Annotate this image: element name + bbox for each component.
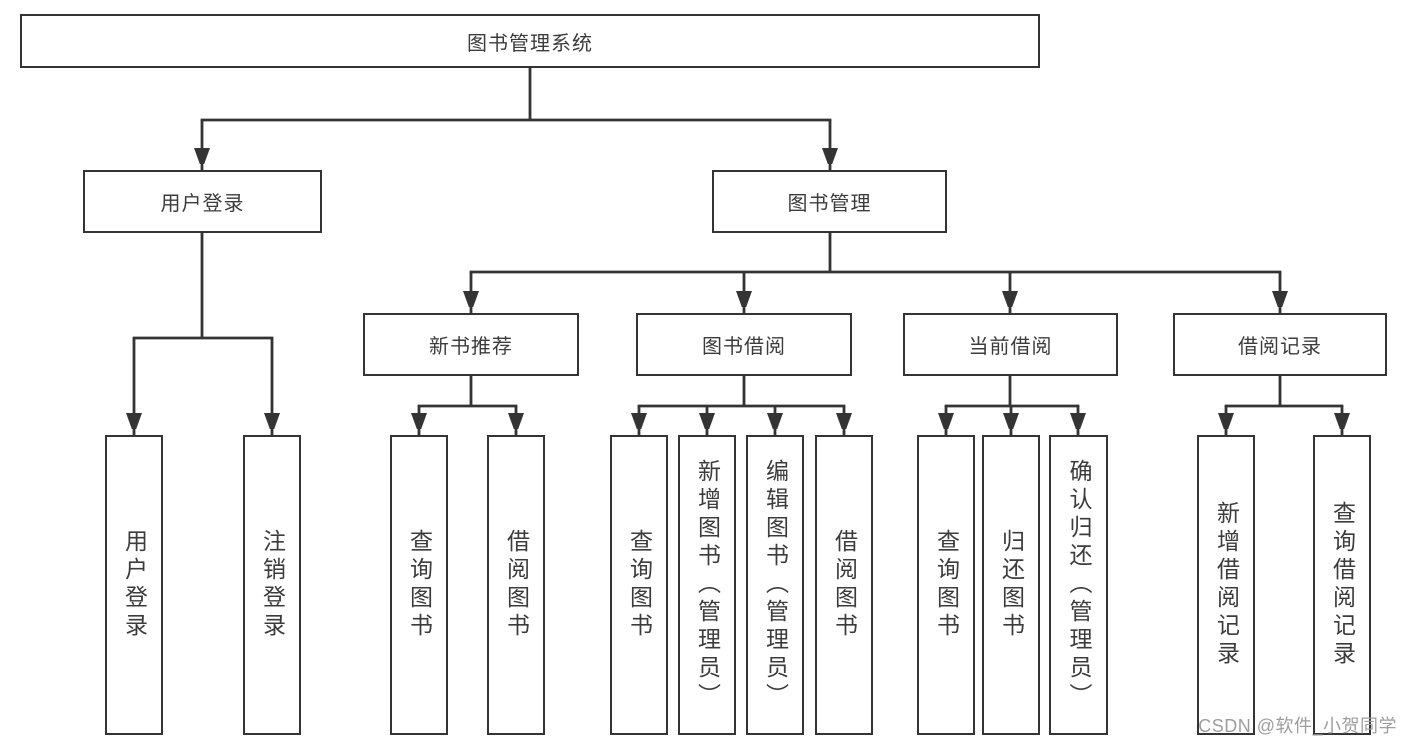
node-leaf-borrow-book: 借阅图书 [815, 435, 873, 735]
node-label: 图书管理系统 [467, 32, 593, 55]
node-label: 新增借阅记录 [1213, 501, 1240, 669]
node-leaf-user-login: 用户登录 [105, 435, 163, 735]
node-label: 归还图书 [998, 529, 1025, 641]
node-label: 注销登录 [259, 529, 286, 641]
node-leaf-add-borrow-record: 新增借阅记录 [1197, 435, 1255, 735]
node-book-borrowing: 图书借阅 [636, 313, 852, 376]
node-label: 借阅记录 [1238, 336, 1322, 358]
node-label: 图书借阅 [702, 336, 786, 358]
node-label: 确认归还（管理员） [1066, 459, 1092, 711]
node-label: 查询图书 [406, 529, 433, 641]
node-label: 查询借阅记录 [1329, 501, 1356, 669]
node-leaf-edit-book-admin: 编辑图书（管理员） [746, 435, 804, 735]
node-label: 借阅图书 [831, 529, 858, 641]
node-label: 图书管理 [787, 193, 872, 215]
csdn-watermark: CSDN @软件_小贺同学 [1198, 716, 1397, 736]
node-label: 查询图书 [626, 529, 653, 641]
node-library-management-system: 图书管理系统 [20, 14, 1040, 68]
node-user-login: 用户登录 [83, 170, 322, 233]
node-borrowing-records: 借阅记录 [1173, 313, 1387, 376]
node-leaf-confirm-return-admin: 确认归还（管理员） [1049, 435, 1108, 735]
node-leaf-return-book: 归还图书 [982, 435, 1040, 735]
node-book-management: 图书管理 [712, 170, 947, 233]
node-label: 新书推荐 [429, 336, 513, 358]
node-leaf-query-borrow-record: 查询借阅记录 [1313, 435, 1371, 735]
node-new-book-recommend: 新书推荐 [363, 313, 579, 376]
node-leaf-borrow-book: 借阅图书 [487, 435, 545, 735]
node-leaf-query-book: 查询图书 [917, 435, 975, 735]
node-label: 用户登录 [160, 193, 245, 215]
node-label: 查询图书 [933, 529, 960, 641]
node-leaf-logout: 注销登录 [243, 435, 301, 735]
node-label: 用户登录 [121, 529, 148, 641]
node-leaf-query-book: 查询图书 [390, 435, 448, 735]
node-current-borrowing: 当前借阅 [903, 313, 1118, 376]
node-label: 新增图书（管理员） [694, 459, 721, 711]
node-label: 当前借阅 [968, 336, 1053, 358]
node-leaf-query-book: 查询图书 [610, 435, 668, 735]
node-leaf-add-book-admin: 新增图书（管理员） [678, 435, 736, 735]
node-label: 编辑图书（管理员） [762, 459, 789, 711]
node-label: 借阅图书 [503, 529, 530, 641]
